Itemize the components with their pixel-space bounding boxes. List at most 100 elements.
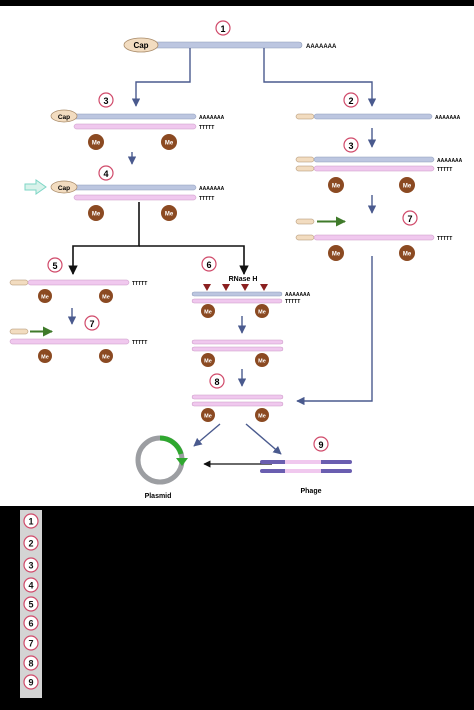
phage-label: Phage (300, 488, 321, 495)
legend-number-circle (23, 615, 39, 631)
arrow-1-to-2 (263, 48, 377, 107)
phage: 9 Phage (260, 436, 352, 495)
legend-panel: 1 2 3 4 5 6 7 8 9 (0, 510, 474, 710)
poly-t-tail: TTTTT (199, 196, 214, 202)
methyl-group (38, 289, 52, 303)
methyl-label: Me (332, 184, 341, 190)
legend-number: 9 (28, 678, 33, 688)
methyl-group (201, 353, 215, 367)
methyl-label: Me (258, 359, 266, 365)
poly-a-tail: AAAAAAA (435, 115, 461, 121)
poly-t-tail: TTTTT (132, 281, 147, 287)
legend-number: 8 (28, 659, 33, 669)
methyl-group (161, 134, 177, 150)
cap-label: Cap (133, 41, 148, 50)
cdna-strand (191, 346, 284, 352)
rnase-cut-marker (241, 284, 249, 291)
mrna-strand (73, 184, 197, 191)
legend-number-circle (23, 635, 39, 651)
arrow-8-to-phage (245, 423, 282, 455)
primer (9, 279, 29, 286)
cap (123, 37, 159, 53)
cdna-insert (285, 469, 321, 473)
diagram-panel: 1 Cap AAAAAAA 3 Cap AAAAAAA TTTTT Me (0, 6, 474, 506)
step-3-circle (343, 137, 359, 153)
step-4: 4 Cap AAAAAAA TTTTT Me Me (24, 165, 225, 221)
cdna-strand (191, 394, 284, 400)
cap (50, 109, 78, 123)
methyl-label: Me (41, 355, 49, 361)
plasmid: Plasmid (135, 435, 188, 500)
legend-item-5: 5 (23, 596, 39, 612)
legend-item-8: 8 (23, 655, 39, 671)
methyl-label: Me (41, 295, 49, 301)
poly-a-tail: AAAAAAA (437, 158, 463, 164)
step-9-circle (313, 436, 329, 452)
mrna-strand (313, 113, 433, 120)
step-1: 1 Cap AAAAAAA (123, 20, 337, 53)
cdna-strand (191, 401, 284, 407)
legend-item-2: 2 (23, 535, 39, 551)
legend-number: 1 (28, 517, 33, 527)
legend-number-circle (23, 557, 39, 573)
legend-number: 3 (28, 561, 33, 571)
step-5: 5 TTTTT Me Me (9, 257, 147, 303)
legend-item-6: 6 (23, 615, 39, 631)
step-9-number: 9 (318, 440, 323, 450)
step-5-number: 5 (52, 261, 57, 271)
legend-item-4: 4 (23, 577, 39, 593)
methyl-label: Me (165, 141, 174, 147)
cdna-library-diagram: 1 Cap AAAAAAA 3 Cap AAAAAAA TTTTT Me (9, 20, 463, 500)
step-3-right: 3 AAAAAAA TTTTT Me Me (295, 137, 463, 193)
step-7-circle (84, 315, 100, 331)
primer (9, 328, 29, 335)
legend-number-circle (23, 655, 39, 671)
mrna-strand (313, 156, 435, 163)
poly-t-tail: TTTTT (437, 236, 452, 242)
cdna-insert (285, 460, 321, 464)
methyl-label: Me (92, 141, 101, 147)
arrow-8-to-plasmid (193, 423, 221, 447)
step-5-circle (47, 257, 63, 273)
step-6-number: 6 (206, 260, 211, 270)
step-4-number: 4 (103, 169, 108, 179)
methyl-label: Me (403, 184, 412, 190)
methyl-label: Me (102, 295, 110, 301)
step-3-circle (98, 92, 114, 108)
legend-item-9: 9 (23, 674, 39, 690)
poly-a-tail: AAAAAAA (306, 44, 337, 50)
legend-number: 7 (28, 639, 33, 649)
methyl-label: Me (332, 252, 341, 258)
methyl-label: Me (204, 359, 212, 365)
step-6-circle (201, 256, 217, 272)
primer (295, 218, 315, 225)
legend-number-circle (23, 577, 39, 593)
step-2-number: 2 (348, 96, 353, 106)
step-1-circle (215, 20, 231, 36)
methyl-group (328, 245, 344, 261)
arrow-4-to-5 (68, 202, 140, 275)
legend-number: 6 (28, 619, 33, 629)
methyl-group (399, 245, 415, 261)
step-8: 8 Me Me (191, 373, 284, 422)
step-2: 2 AAAAAAA (295, 92, 461, 121)
cdna-strand (73, 123, 197, 130)
methyl-label: Me (258, 414, 266, 420)
plasmid-insert-arrowhead (176, 458, 188, 466)
step-6: 6 RNase H AAAAAAA TTTTT Me Me (191, 256, 311, 318)
methyl-group (88, 134, 104, 150)
methyl-label: Me (258, 310, 266, 316)
methyl-group (255, 304, 269, 318)
cdna-strand (313, 234, 435, 241)
methyl-group (399, 177, 415, 193)
primer (295, 165, 315, 172)
cap (50, 180, 78, 194)
legend-number-circle (23, 596, 39, 612)
methyl-label: Me (403, 252, 412, 258)
mrna-strand (73, 113, 197, 120)
rnase-cut-marker (260, 284, 268, 291)
methyl-label: Me (204, 310, 212, 316)
poly-t-tail: TTTTT (437, 167, 452, 173)
methyl-group (99, 289, 113, 303)
legend-number-circle (23, 674, 39, 690)
